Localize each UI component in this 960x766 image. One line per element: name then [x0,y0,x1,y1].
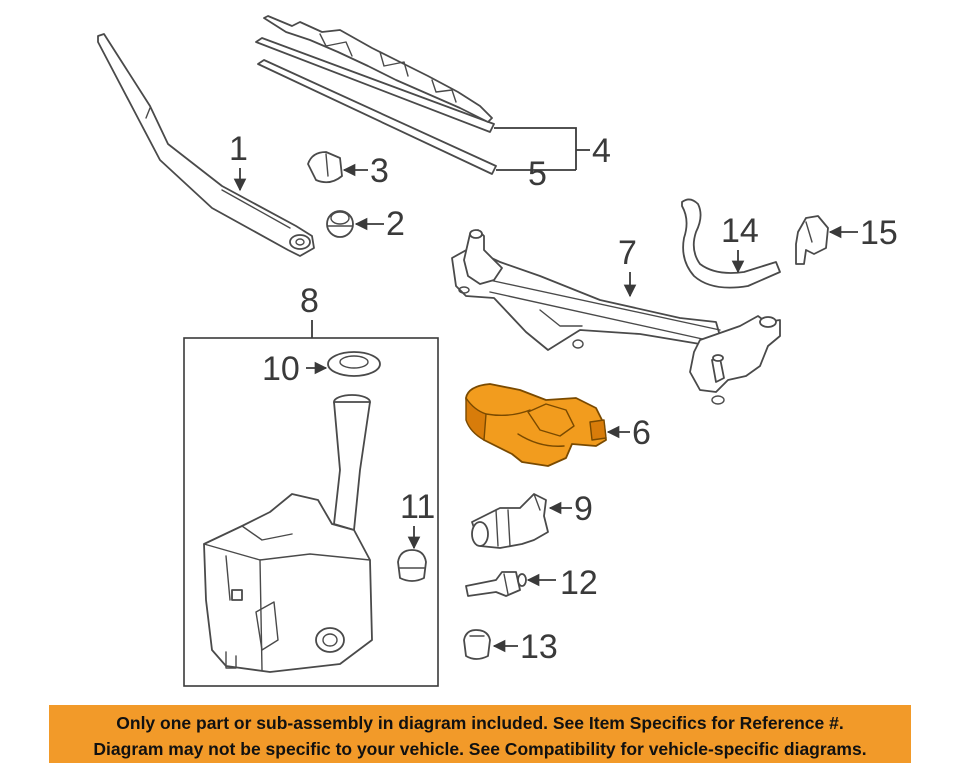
callout-8: 8 [300,282,319,320]
pivot-cap-part [307,151,343,184]
washer-nozzle-part [795,215,829,265]
grommet-part [397,549,427,582]
callout-10: 10 [262,350,300,388]
wiper-linkage-part [451,229,781,405]
callout-15: 15 [860,214,898,252]
washer-pump-part [471,493,549,549]
callout-5: 5 [528,155,547,193]
callout-6: 6 [632,414,651,452]
callout-13: 13 [520,628,558,666]
callout-11: 11 [400,488,435,526]
notice-line-1: Only one part or sub-assembly in diagram… [116,713,844,733]
parts-diagram: 1 3 2 4 5 14 15 [97,15,898,687]
washer-hose-part [681,198,781,289]
callout-14: 14 [721,212,759,250]
callout-4: 4 [592,132,611,170]
washer-reservoir-part [203,394,373,673]
wiper-motor-part [465,383,607,467]
callout-3: 3 [370,152,389,190]
pump-joint-part [465,571,527,597]
callout-1: 1 [229,130,248,168]
reservoir-group-box [183,337,439,687]
reservoir-cap-part [327,351,381,377]
wiper-blade-part [255,15,495,133]
callout-9: 9 [574,490,593,528]
callout-2: 2 [386,205,405,243]
wiper-insert-part [257,59,497,175]
nut-part [326,210,354,238]
bracket-4-5 [494,127,590,171]
callout-7: 7 [618,234,637,272]
wiper-arm-part [97,33,315,257]
notice-line-2: Diagram may not be specific to your vehi… [93,739,867,759]
callout-12: 12 [560,564,598,602]
notice-banner: Only one part or sub-assembly in diagram… [49,705,911,763]
cap-nut-part [463,629,491,660]
